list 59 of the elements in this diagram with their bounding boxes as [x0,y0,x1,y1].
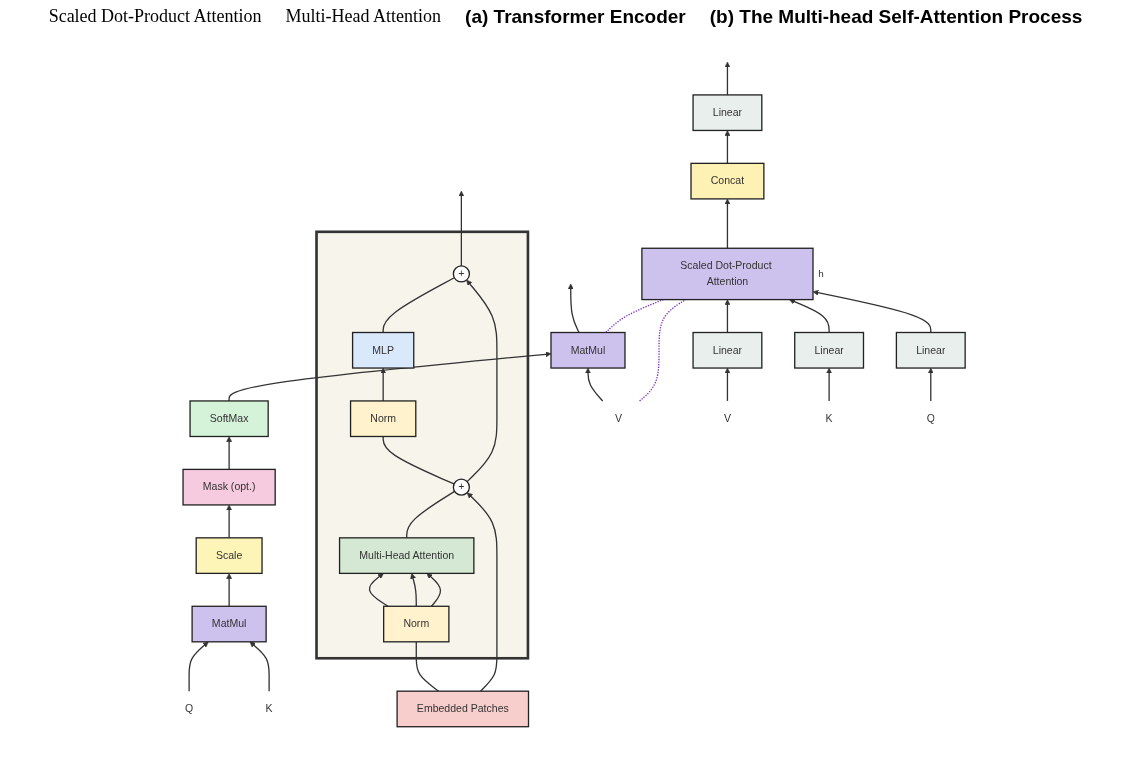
arrow [789,298,831,333]
arrow [380,367,387,402]
node-box: Norm [350,399,417,437]
node-text: K [825,412,833,424]
arrow [466,279,498,482]
arrow [568,283,580,333]
arrow [228,350,552,402]
node-text: K [265,702,273,714]
arrow [458,190,465,267]
arrow [226,504,233,538]
panel-caption: (a) Transformer Encoder [465,6,686,28]
arrow [226,435,233,470]
diagram-heading: Scaled Dot-Product Attention [48,6,262,28]
panel-caption: (b) The Multi-head Self-Attention Process [709,6,1083,28]
node-box: Linear [692,331,763,369]
arrow [928,367,934,402]
node-box: SoftMax [189,399,270,437]
connector [382,435,455,485]
arrow [426,572,442,607]
arrow [724,298,731,333]
node-box: Norm [383,605,450,642]
node-circle: + [452,478,471,496]
node-box: Scale [195,536,263,574]
node-text: V [724,412,732,424]
arrow [724,198,731,249]
arrow [369,572,389,607]
connector [406,490,456,538]
node-box: MatMul [191,605,268,642]
arrow [249,641,271,692]
cluster [315,230,530,660]
node-box: Concat [690,162,765,200]
arrow [226,572,233,607]
arrow [724,61,731,96]
node-text: V [615,412,623,424]
connector [415,640,440,692]
node-box: MLP [352,331,415,369]
arrow [813,289,932,333]
connector [382,276,456,333]
node-box: Embedded Patches [396,690,530,727]
node-text: Q [926,412,936,424]
node-box: Linear [692,93,763,131]
node-text: Q [185,702,194,714]
node-box: Mask (opt.) [182,468,277,506]
node-note: h [818,267,825,279]
arrow [467,491,498,692]
connector [639,298,687,402]
arrow [585,367,604,402]
node-box: MatMul [550,331,626,369]
node-circle: + [452,264,471,283]
arrow [188,641,209,692]
node-box: Linear [794,331,865,369]
node-box: Linear [896,331,967,369]
arrow [410,572,418,607]
arrow [724,367,731,402]
arrow [826,367,833,402]
node-box: Scaled Dot-Product Attention [641,247,814,300]
node-box: Multi-Head Attention [339,536,475,574]
diagram-heading: Multi-Head Attention [285,6,442,28]
arrow [724,129,731,164]
